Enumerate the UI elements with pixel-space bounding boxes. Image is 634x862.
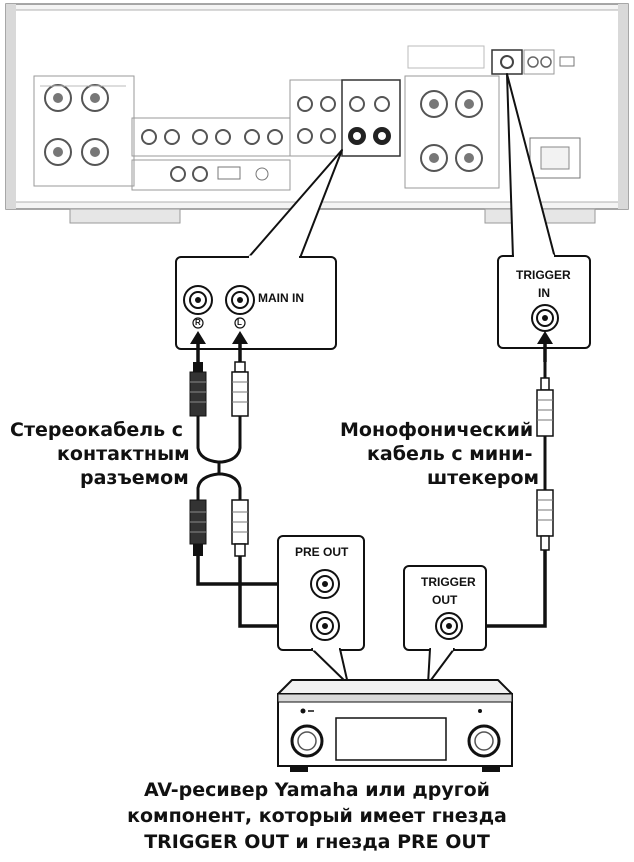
mono-cable-caption-line3: штекером: [427, 467, 540, 489]
stereo-cable-caption-line2: контактным: [57, 443, 190, 465]
trigger-in-label-line1: TRIGGER: [516, 268, 571, 282]
trigger-in-label-line2: IN: [538, 286, 550, 300]
stereo-cable-caption-line3: разъемом: [80, 467, 189, 489]
jack-r-label: R: [195, 318, 201, 327]
trigger-out-callout: [403, 565, 487, 685]
trigger-out-label-line2: OUT: [432, 593, 458, 607]
mono-mini-plug-cable: [462, 331, 554, 634]
pre-out-main-in-block: [289, 79, 401, 157]
main-in-label: MAIN IN: [258, 291, 304, 305]
av-receiver: [277, 679, 513, 772]
pre-out-callout: [277, 535, 365, 685]
right-speaker-terminals: [404, 45, 500, 189]
input-jacks-block: [131, 117, 291, 191]
left-speaker-terminals: [33, 75, 135, 187]
receiver-caption-line3: TRIGGER OUT и гнезда PRE OUT: [144, 831, 490, 853]
mono-cable-caption-line2: кабель с мини-: [367, 443, 533, 465]
ac-inlet: [529, 137, 581, 179]
trigger-out-label-line1: TRIGGER: [421, 575, 476, 589]
mono-cable-caption-line1: Монофонический: [340, 419, 534, 441]
stereo-rca-cable: [189, 331, 304, 634]
jack-l-label: L: [237, 318, 242, 327]
pre-out-label: PRE OUT: [295, 545, 349, 559]
stereo-cable-caption-line1: Стереокабель с: [10, 419, 184, 441]
main-in-callout: [175, 149, 343, 350]
trigger-jacks-block: [491, 49, 575, 75]
receiver-caption-line1: AV-ресивер Yamaha или другой: [143, 779, 490, 801]
receiver-caption-line2: компонент, который имеет гнезда: [127, 805, 507, 827]
